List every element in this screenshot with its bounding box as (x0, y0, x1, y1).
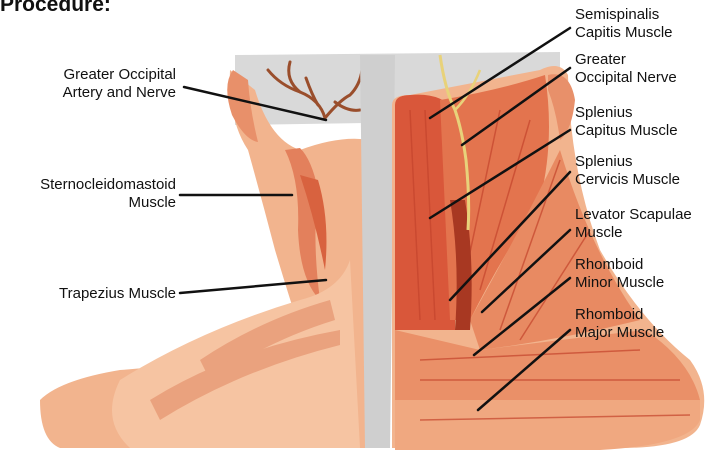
label-greater-occipital-nerve: Greater Occipital Nerve (575, 51, 677, 87)
label-splenius-capitus: Splenius Capitus Muscle (575, 104, 678, 140)
label-semispinalis: Semispinalis Capitis Muscle (575, 6, 673, 42)
spine-strip (360, 55, 395, 448)
label-rhomboid-major: Rhomboid Major Muscle (575, 306, 664, 342)
label-sternocleidomastoid: Sternocleidomastoid Muscle (6, 176, 176, 212)
label-levator-scapulae: Levator Scapulae Muscle (575, 206, 692, 242)
label-splenius-cervicis: Splenius Cervicis Muscle (575, 153, 680, 189)
label-greater-occipital-artery: Greater Occipital Artery and Nerve (20, 66, 176, 102)
label-rhomboid-minor: Rhomboid Minor Muscle (575, 256, 664, 292)
page-heading: Procedure: (0, 0, 111, 15)
label-trapezius: Trapezius Muscle (20, 285, 176, 303)
rhomboid-major-muscle (395, 400, 700, 450)
